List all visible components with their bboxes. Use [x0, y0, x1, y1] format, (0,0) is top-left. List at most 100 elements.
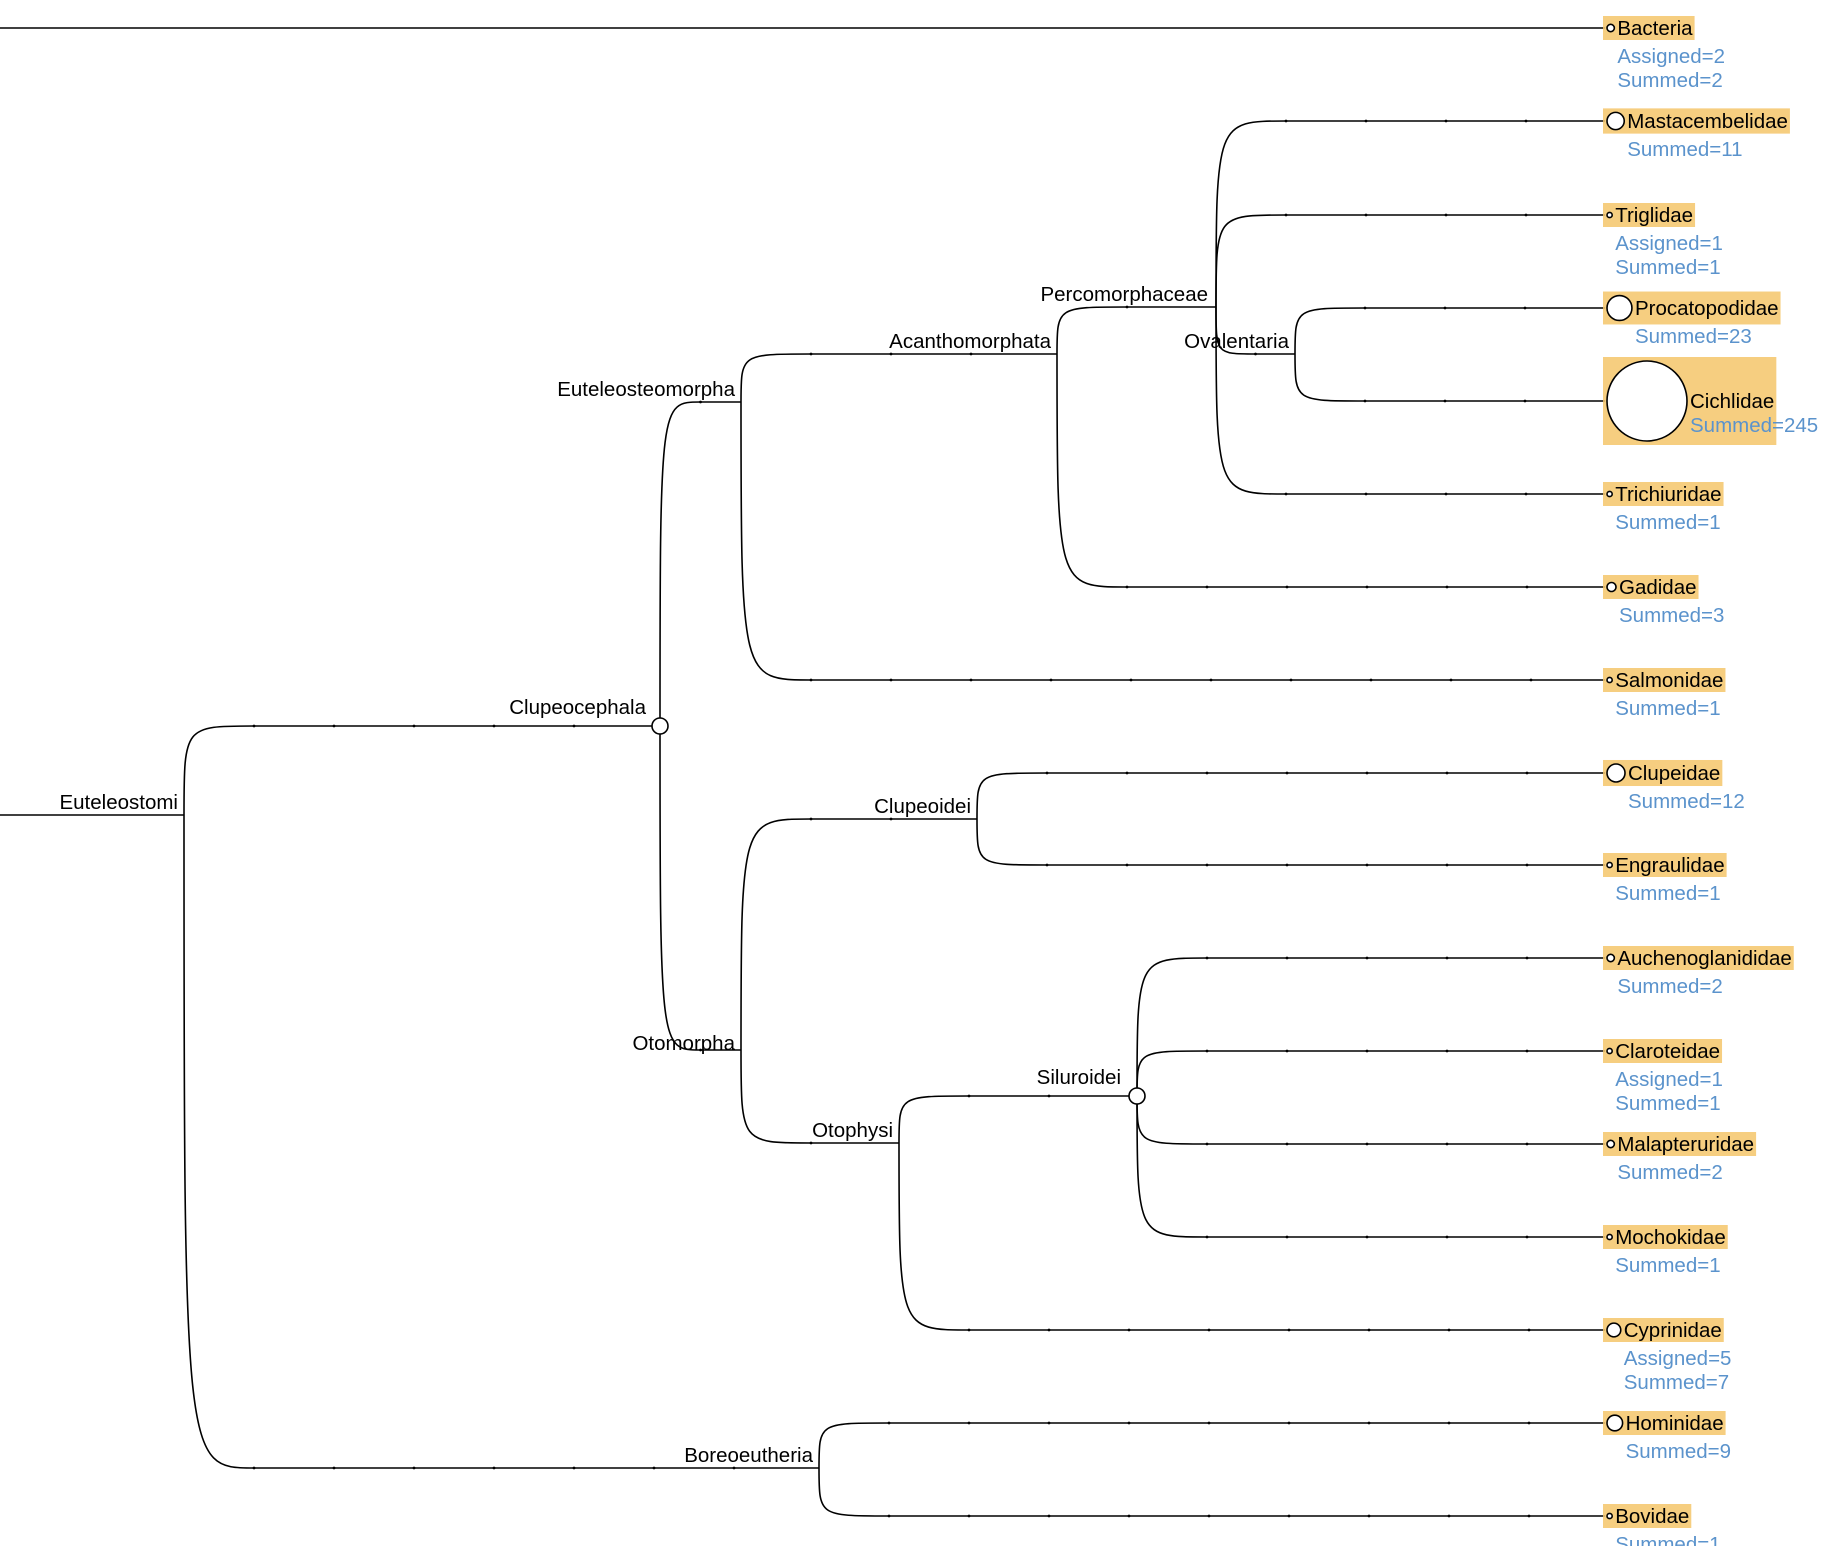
leaf-highlight-malapteruridae	[1603, 1132, 1757, 1156]
edge-tick	[1527, 1421, 1531, 1425]
leaf-stat-triglidae: Assigned=1	[1615, 232, 1723, 255]
edge-Acanthomorphata-Gadidae	[1056, 353, 1605, 588]
leaf-stat-bacteria: Summed=2	[1617, 69, 1722, 92]
leaf-stat-bovidae: Summed=1	[1615, 1533, 1720, 1546]
node-label-percomorphaceae: Percomorphaceae	[1040, 283, 1208, 306]
edge-tick	[1285, 771, 1289, 775]
edge-tick	[1365, 863, 1369, 867]
edge-Ovalentaria-Procatopodidae	[1294, 307, 1605, 355]
node-marker-clupeocephala	[651, 717, 669, 735]
edge-tick	[1445, 1049, 1449, 1053]
edge-tick	[1129, 678, 1133, 682]
node-label-clupeoidei: Clupeoidei	[874, 795, 971, 818]
edge-tick	[1125, 305, 1129, 309]
leaf-stat-cyprinidae: Assigned=5	[1624, 1347, 1732, 1370]
edge-tick	[1205, 1049, 1209, 1053]
edge-tick	[1523, 399, 1527, 403]
edge-Clupeoidei-Engraulidae	[976, 818, 1605, 866]
edge-tick	[887, 1514, 891, 1518]
leaf-marker-malapteruridae	[1606, 1139, 1616, 1149]
edge-tick	[1525, 1049, 1529, 1053]
leaf-stat-hominidae: Summed=9	[1626, 1440, 1731, 1463]
leaf-stat-clupeidae: Summed=12	[1628, 790, 1745, 813]
leaf-label-triglidae: Triglidae	[1615, 204, 1693, 227]
edge-Euteleosteomorpha-Acanthomorphata	[740, 353, 1057, 403]
edge-tick	[1524, 119, 1528, 123]
leaf-highlight-bacteria	[1603, 16, 1695, 40]
edge-tick	[1525, 585, 1529, 589]
edge-tick	[809, 678, 813, 682]
edge-tick	[572, 724, 576, 728]
edge-tick	[1365, 1142, 1369, 1146]
edge-tick	[1125, 585, 1129, 589]
edge-tick	[1127, 1514, 1131, 1518]
edge-tick	[1525, 771, 1529, 775]
leaf-marker-gadidae	[1606, 581, 1617, 593]
leaf-highlight-auchenoglanididae	[1603, 946, 1794, 970]
edge-tick	[969, 678, 973, 682]
leaf-highlight-bovidae	[1603, 1504, 1692, 1528]
leaf-label-mastacembelidae: Mastacembelidae	[1627, 110, 1788, 133]
edge-tick	[1205, 863, 1209, 867]
edge-tick	[1367, 1421, 1371, 1425]
edge-tick	[1045, 771, 1049, 775]
edge-tick	[1285, 1049, 1289, 1053]
edge-tick	[1445, 863, 1449, 867]
edge-tick	[967, 1094, 971, 1098]
edge-tick	[1444, 119, 1448, 123]
leaf-marker-cyprinidae	[1606, 1322, 1622, 1338]
edge-Clupeocephala-Otomorpha	[659, 725, 741, 1051]
node-circles	[651, 23, 1688, 1520]
edge-tick	[1127, 1421, 1131, 1425]
edge-tick	[1363, 399, 1367, 403]
leaf-stat-mastacembelidae: Summed=11	[1627, 138, 1742, 161]
leaf-stat-engraulidae: Summed=1	[1615, 882, 1720, 905]
edge-Acanthomorphata-Percomorphaceae	[1056, 306, 1216, 355]
leaf-label-clupeidae: Clupeidae	[1628, 762, 1720, 785]
edge-tick	[889, 817, 893, 821]
edge-tick	[1289, 678, 1293, 682]
edge-tick	[1207, 1514, 1211, 1518]
edge-Clupeoidei-Clupeidae	[976, 772, 1605, 820]
edge-tick	[1445, 585, 1449, 589]
edge-tick	[1125, 863, 1129, 867]
edge-tick	[1525, 1142, 1529, 1146]
leaf-marker-cichlidae	[1606, 360, 1688, 442]
node-label-euteleostomi: Euteleostomi	[59, 791, 178, 814]
leaf-stat-procatopodidae: Summed=23	[1635, 325, 1752, 348]
edge-tick	[1445, 771, 1449, 775]
node-marker-siluroidei	[1128, 1087, 1146, 1105]
edge-Euteleosteomorpha-Salmonidae	[740, 401, 1605, 681]
edge-tick	[1525, 956, 1529, 960]
edge-tick	[1205, 1142, 1209, 1146]
edge-tick	[1207, 1328, 1211, 1332]
edge-Percomorphaceae-Mastacembelidae	[1215, 120, 1605, 308]
edge-tick	[969, 352, 973, 356]
leaf-marker-trichiuridae	[1606, 490, 1613, 498]
node-labels: EuteleostomiClupeocephalaEuteleosteomorp…	[59, 17, 1818, 1546]
edge-tick	[1365, 956, 1369, 960]
edge-tick	[1527, 1514, 1531, 1518]
edge-tick	[252, 724, 256, 728]
edge-tick	[1205, 956, 1209, 960]
edge-tick	[1523, 306, 1527, 310]
node-label-clupeocephala: Clupeocephala	[509, 696, 646, 719]
edge-tick	[492, 1466, 496, 1470]
edge-Siluroidei-Mochokidae	[1136, 1095, 1605, 1238]
leaf-stat-malapteruridae: Summed=2	[1617, 1161, 1722, 1184]
edge-tick	[412, 724, 416, 728]
edge-tick	[1524, 492, 1528, 496]
edge-tick	[1364, 213, 1368, 217]
edge-tick	[1254, 352, 1257, 356]
edge-tick	[809, 817, 813, 821]
edge-Siluroidei-Claroteidae	[1136, 1050, 1605, 1097]
edge-tick	[1367, 1514, 1371, 1518]
leaf-marker-procatopodidae	[1606, 294, 1633, 322]
edge-tick	[887, 1421, 891, 1425]
edge-tick	[732, 1466, 736, 1470]
leaf-marker-salmonidae	[1606, 676, 1613, 684]
leaf-highlight-mochokidae	[1603, 1225, 1728, 1249]
leaf-highlight-mastacembelidae	[1603, 108, 1790, 134]
leaf-stat-auchenoglanididae: Summed=2	[1617, 975, 1722, 998]
